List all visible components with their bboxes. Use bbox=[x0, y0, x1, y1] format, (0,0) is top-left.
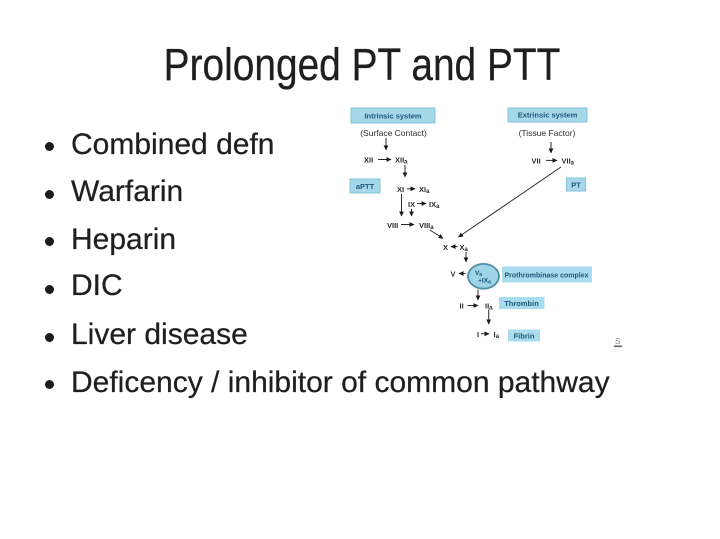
svg-text:VII: VII bbox=[532, 157, 541, 166]
svg-text:Fibrin: Fibrin bbox=[514, 332, 535, 341]
svg-text:(Tissue Factor): (Tissue Factor) bbox=[519, 128, 576, 138]
svg-text:Extrinsic system: Extrinsic system bbox=[518, 111, 578, 120]
svg-text:XIIa: XIIa bbox=[395, 156, 408, 166]
svg-text:Ia: Ia bbox=[494, 330, 500, 340]
svg-text:Xa: Xa bbox=[460, 243, 469, 253]
svg-text:XIa: XIa bbox=[419, 185, 430, 195]
svg-text:Intrinsic system: Intrinsic system bbox=[364, 112, 421, 121]
svg-text:Va: Va bbox=[475, 270, 482, 278]
svg-text:S: S bbox=[615, 337, 620, 346]
svg-text:X: X bbox=[443, 243, 448, 252]
svg-text:+IXa: +IXa bbox=[478, 278, 491, 286]
svg-text:aPTT: aPTT bbox=[356, 182, 375, 191]
svg-text:V: V bbox=[451, 270, 456, 279]
svg-text:IIa: IIa bbox=[485, 301, 493, 311]
svg-text:VIIIa: VIIIa bbox=[419, 221, 434, 231]
svg-text:(Surface Contact): (Surface Contact) bbox=[360, 128, 427, 138]
svg-text:VIIa: VIIa bbox=[562, 157, 575, 167]
svg-text:XII: XII bbox=[364, 156, 373, 165]
svg-text:Prothrombinase complex: Prothrombinase complex bbox=[504, 273, 588, 280]
svg-text:VIII: VIII bbox=[387, 221, 398, 230]
svg-text:II: II bbox=[460, 301, 464, 310]
svg-text:PT: PT bbox=[571, 181, 581, 190]
svg-text:IX: IX bbox=[408, 200, 415, 209]
svg-text:Thrombin: Thrombin bbox=[504, 299, 539, 308]
svg-text:XI: XI bbox=[397, 185, 404, 194]
svg-text:I: I bbox=[477, 330, 479, 339]
svg-text:IXa: IXa bbox=[429, 200, 440, 210]
